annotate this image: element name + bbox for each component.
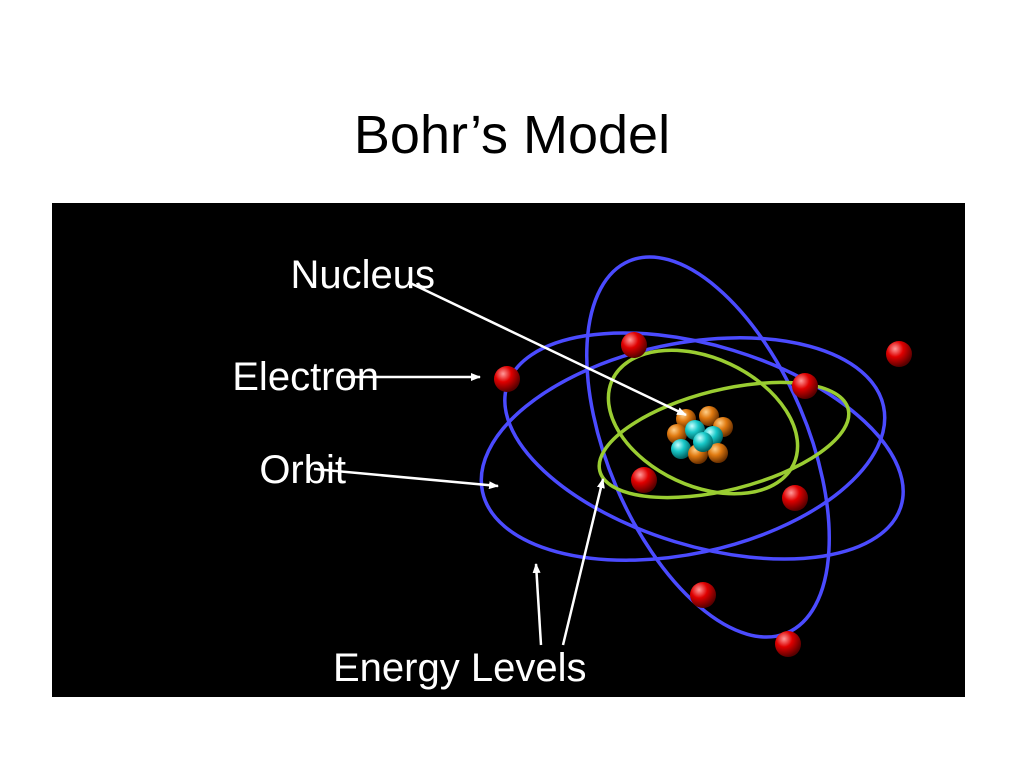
electron (621, 332, 647, 358)
electron (886, 341, 912, 367)
neutron (693, 432, 713, 452)
electron (775, 631, 801, 657)
electron-label: Electron (232, 355, 379, 399)
neutron (671, 439, 691, 459)
proton (667, 424, 687, 444)
proton (699, 406, 719, 426)
electron (690, 582, 716, 608)
outer-orbit-1 (479, 336, 887, 562)
energy-level-arrow-inner (561, 478, 605, 646)
electron (792, 373, 818, 399)
atom-diagram-panel: Nucleus Electron Orbit Energy Levels (52, 203, 965, 697)
bohr-atom-diagram (313, 255, 912, 657)
proton (708, 443, 728, 463)
slide-title: Bohr’s Model (353, 105, 671, 165)
orbit-label: Orbit (259, 448, 346, 492)
nucleus-arrow (407, 280, 687, 417)
electron (631, 467, 657, 493)
electron (782, 485, 808, 511)
energy-levels-label: Energy Levels (333, 646, 587, 690)
nucleus-label: Nucleus (290, 253, 435, 297)
orbit-arrow (313, 467, 499, 490)
energy-level-arrow-outer (532, 563, 543, 646)
electron (494, 366, 520, 392)
nucleus (667, 406, 733, 464)
inner-orbit-1 (597, 380, 851, 500)
